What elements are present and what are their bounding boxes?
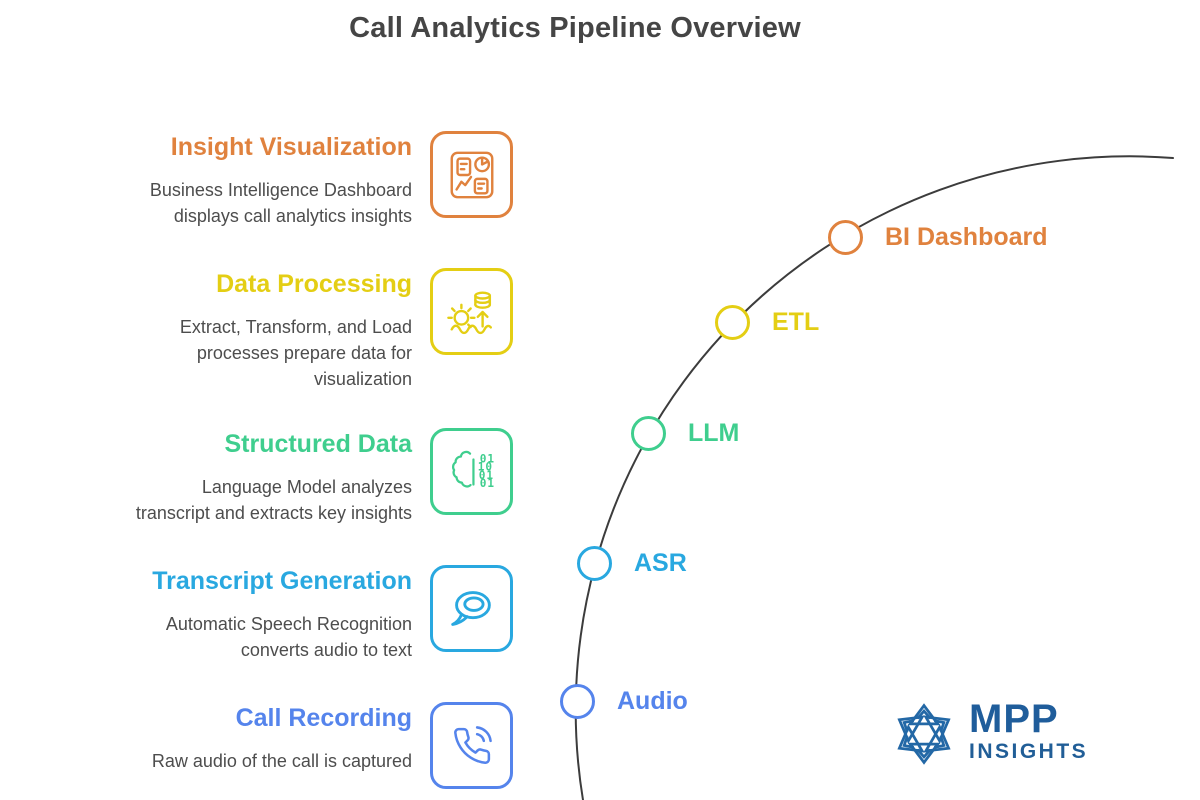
node-label: ASR [634,549,687,577]
logo-sub-brand-text: INSIGHTS [969,740,1089,763]
node-circle [577,545,612,581]
binary-row: 01 [479,452,494,465]
stage-title: Data Processing [216,270,412,298]
binary-row: 10 [477,460,492,473]
stage-description: Raw audio of the call is captured [151,751,412,771]
stage-description: Business Intelligence Dashboard displays… [149,180,412,226]
binary-row: 01 [479,476,494,489]
brain-binary-icon: 01 10 01 01 [430,428,513,515]
logo-brand-text: MPP [969,697,1059,741]
stage-title: Structured Data [224,430,412,458]
stage-title: Insight Visualization [170,133,412,161]
stage-structured-data: Structured Data Language Model analyzes … [40,428,513,526]
etl-gear-database-icon [430,268,513,355]
node-circle [560,683,595,719]
node-label: ETL [772,308,820,336]
speech-bubble-icon [430,565,513,652]
diagram-title: Call Analytics Pipeline Overview [349,12,801,44]
mpp-logo-icon [897,703,951,765]
node-circle [828,219,863,255]
stage-title: Call Recording [235,704,412,732]
phone-call-icon [430,702,513,789]
bi-dashboard-icon [430,131,513,218]
node-circle [715,304,750,340]
pipeline-node-bi-dashboard: BI Dashboard [828,219,1048,255]
stage-insight-visualization: Insight Visualization Business Intellige… [40,131,513,229]
node-circle [631,415,666,451]
stage-description: Language Model analyzes transcript and e… [135,477,412,523]
stage-description: Extract, Transform, and Load processes p… [179,317,412,389]
binary-row: 01 [478,468,493,481]
node-label: BI Dashboard [885,223,1048,251]
stage-data-processing: Data Processing Extract, Transform, and … [40,268,513,392]
mpp-insights-logo: MPP INSIGHTS [891,699,1088,769]
pipeline-node-asr: ASR [577,545,687,581]
pipeline-node-etl: ETL [715,304,819,340]
node-label: LLM [688,419,740,447]
pipeline-node-llm: LLM [631,415,739,451]
stage-call-recording: Call Recording Raw audio of the call is … [40,702,513,789]
pipeline-node-audio: Audio [560,683,688,719]
node-label: Audio [617,687,688,715]
stage-title: Transcript Generation [152,567,412,595]
stage-transcript-generation: Transcript Generation Automatic Speech R… [40,565,513,663]
stage-description: Automatic Speech Recognition converts au… [165,614,412,660]
